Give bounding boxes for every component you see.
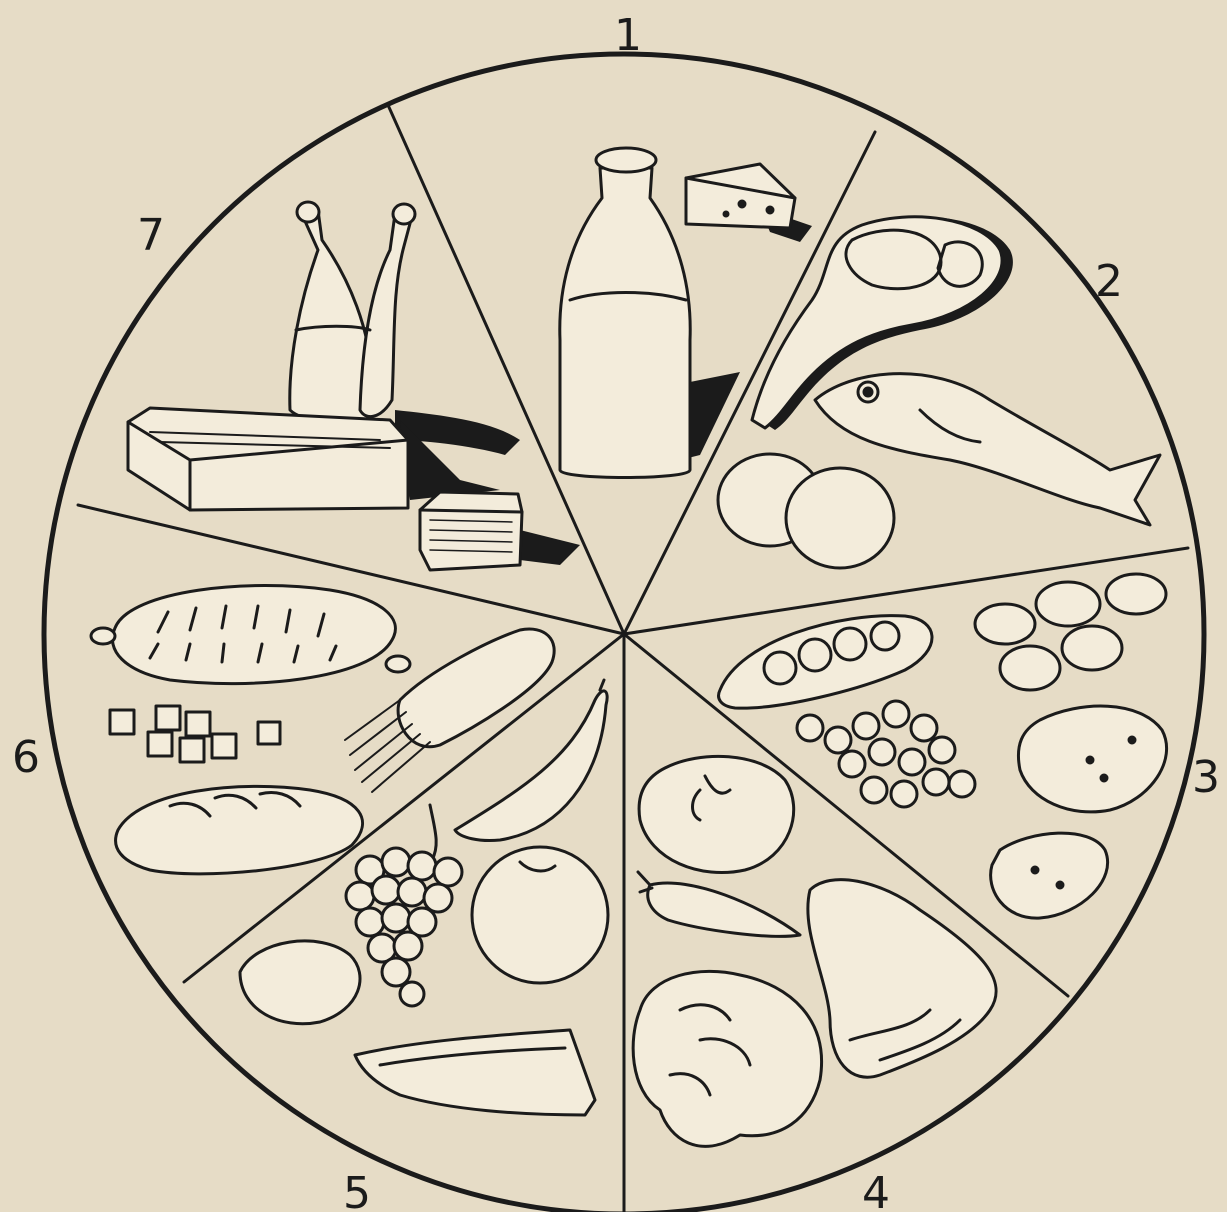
cauliflower-icon <box>633 971 821 1146</box>
eggs-icon <box>718 454 894 568</box>
carrot-icon <box>638 872 800 936</box>
bread-loaf-icon <box>116 786 363 873</box>
beans-icon <box>975 574 1166 690</box>
lettuce-icon <box>808 880 996 1078</box>
baking-dish-icon <box>91 586 410 684</box>
sugar-cubes-icon <box>110 706 280 762</box>
cheese-wedge-icon <box>686 164 812 242</box>
peas-icon <box>797 701 975 807</box>
lemon-icon <box>240 941 360 1024</box>
melon-slice-icon <box>355 1030 595 1115</box>
potato-icon <box>991 706 1167 918</box>
segment-2 <box>718 217 1160 568</box>
segment-number-5: 5 <box>343 1168 371 1212</box>
honeycomb-icon <box>420 492 580 570</box>
tomato-icon <box>639 756 794 872</box>
segment-number-3: 3 <box>1192 752 1220 803</box>
orange-icon <box>472 847 608 983</box>
segment-number-4: 4 <box>862 1168 890 1212</box>
segment-number-1: 1 <box>614 10 642 61</box>
segment-number-6: 6 <box>12 732 40 783</box>
segment-number-2: 2 <box>1095 256 1123 307</box>
segment-4 <box>633 756 996 1146</box>
segment-number-7: 7 <box>137 210 165 261</box>
segment-3 <box>719 574 1167 918</box>
grapes-icon <box>346 805 462 1006</box>
pea-pod-icon <box>719 616 932 709</box>
